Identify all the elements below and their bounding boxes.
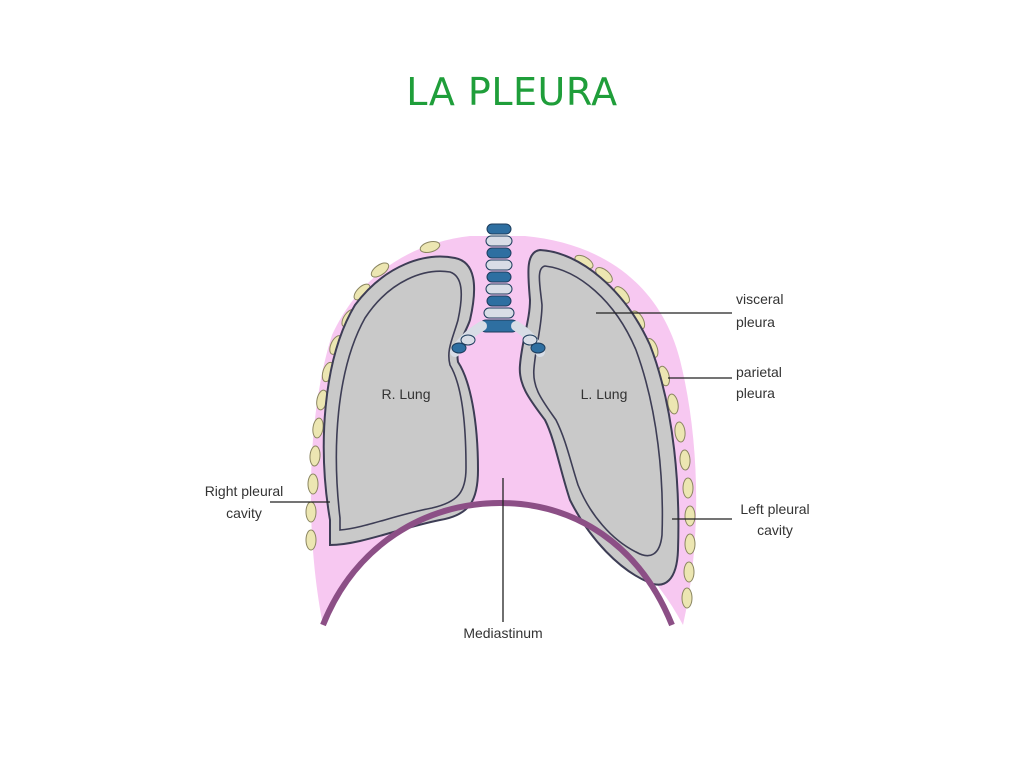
rib bbox=[682, 477, 694, 499]
trachea-ring bbox=[485, 283, 513, 295]
rib bbox=[681, 587, 693, 609]
rib bbox=[683, 561, 695, 583]
rib bbox=[305, 529, 317, 551]
rib bbox=[419, 241, 441, 253]
rib bbox=[684, 505, 696, 527]
label-left-cavity-2: cavity bbox=[757, 522, 793, 538]
trachea bbox=[450, 223, 546, 357]
bronchus-ring bbox=[530, 342, 546, 354]
left-lung bbox=[532, 265, 664, 557]
label-right-cavity-2: cavity bbox=[226, 505, 262, 521]
label-visceral-1: visceral bbox=[736, 291, 783, 307]
trachea-ring bbox=[486, 247, 512, 259]
trachea-ring bbox=[483, 307, 515, 319]
rib bbox=[305, 501, 317, 523]
label-right-cavity-1: Right pleural bbox=[205, 483, 284, 499]
trachea-ring bbox=[486, 223, 512, 235]
label-r-lung: R. Lung bbox=[381, 386, 430, 402]
label-parietal-2: pleura bbox=[736, 385, 775, 401]
rib bbox=[674, 421, 686, 443]
trachea-ring bbox=[485, 235, 513, 247]
rib bbox=[679, 449, 691, 471]
bronchus-ring bbox=[451, 342, 467, 354]
label-mediastinum: Mediastinum bbox=[463, 625, 542, 641]
rib bbox=[370, 262, 390, 278]
right-lung bbox=[335, 270, 467, 531]
slide-title: LA PLEURA bbox=[406, 70, 618, 114]
trachea-ring bbox=[485, 259, 513, 271]
bronchus-ring bbox=[460, 334, 476, 346]
leader-lines bbox=[270, 312, 732, 622]
rib bbox=[684, 533, 696, 555]
label-parietal-1: parietal bbox=[736, 364, 782, 380]
rib bbox=[309, 445, 321, 467]
trachea-ring bbox=[486, 295, 512, 307]
bronchus-ring bbox=[522, 334, 538, 346]
trachea-ring bbox=[486, 271, 512, 283]
rib bbox=[307, 473, 319, 495]
diaphragm bbox=[320, 499, 675, 627]
label-left-cavity-1: Left pleural bbox=[740, 501, 809, 517]
rib bbox=[312, 417, 324, 439]
label-visceral-2: pleura bbox=[736, 314, 775, 330]
label-l-lung: L. Lung bbox=[581, 386, 628, 402]
